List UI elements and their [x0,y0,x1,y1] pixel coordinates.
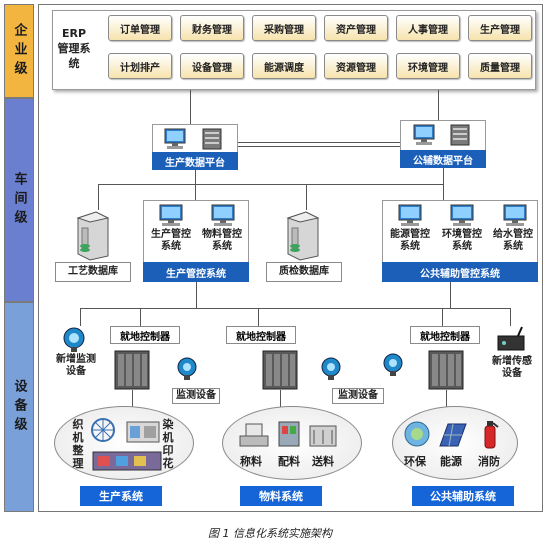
server-icon [202,128,222,150]
controller-label-3: 就地控制器 [410,326,480,344]
computer-icon [211,204,235,226]
new-sensor-label: 新增传感设备 [492,356,532,379]
level-equipment-label: 设备级 [11,378,27,436]
production-data-platform-label: 生产数据平台 [152,152,238,170]
erp-module: 设备管理 [180,53,244,79]
mixing-icon [278,421,300,447]
controller-label-1: 就地控制器 [110,326,180,344]
erp-module: 订单管理 [108,15,172,41]
sensor-icon [177,357,197,380]
quality-db-label: 质检数据库 [266,262,342,282]
dyeing-machine-icon [126,421,160,443]
item-energy: 能源 [440,455,462,468]
computer-icon [450,204,474,226]
conveyor-icon [309,425,337,447]
erp-module: 生产管理 [468,15,532,41]
monitor-label-1: 监测设备 [172,388,220,404]
connector [140,308,141,326]
server-icon [450,124,470,146]
connector [98,184,99,210]
connector [258,308,259,326]
printing-machine-icon [92,451,162,471]
erp-module: 采购管理 [252,15,316,41]
connector [98,184,444,185]
erp-module: 资产管理 [324,15,388,41]
erp-module: 质量管理 [468,53,532,79]
process-db-label: 工艺数据库 [55,262,131,282]
monitor-label-2: 监测设备 [332,388,384,404]
level-workshop-label: 车间级 [11,171,27,229]
erp-module: 资源管理 [324,53,388,79]
connector [190,90,191,126]
production-system-label: 生产系统 [80,486,162,506]
item-mixing: 配料 [278,455,300,468]
connector [238,146,400,147]
level-enterprise: 企业级 [4,4,34,98]
production-sub-label: 生产管控系统 [151,229,191,252]
fire-extinguisher-icon [484,421,499,449]
database-server-icon [76,211,110,261]
loom-icon [91,418,115,442]
connector [280,390,281,410]
plc-controller-icon [428,350,464,390]
erp-module: 计划排产 [108,53,172,79]
energy-sub-label: 能源管控系统 [390,229,430,252]
erp-module: 财务管理 [180,15,244,41]
item-loom: 织机 [72,418,84,444]
sensor-icon [321,357,341,380]
plc-controller-icon [262,350,298,390]
water-treatment-icon [404,421,430,447]
material-sub-label: 物料管控系统 [202,229,242,252]
connector [306,184,307,210]
solar-panel-icon [439,423,467,447]
level-equipment: 设备级 [4,302,34,512]
connector [195,170,196,200]
item-fire: 消防 [478,455,500,468]
figure-caption: 图 1 信息化系统实施架构 [208,527,332,540]
connector [238,142,400,143]
item-environment: 环保 [404,455,426,468]
public-aux-system-label: 公共辅助系统 [412,486,514,506]
connector [132,390,133,410]
connector [80,308,510,309]
level-workshop: 车间级 [4,98,34,302]
connector [80,308,81,326]
computer-icon [503,204,527,226]
weighing-icon [239,423,269,447]
connector [510,308,511,326]
wireless-sensor-icon [497,326,525,351]
environment-sub-label: 环境管控系统 [442,229,482,252]
erp-module: 能源调度 [252,53,316,79]
computer-icon [159,204,183,226]
level-enterprise-label: 企业级 [11,22,27,80]
production-control-label: 生产管控系统 [143,262,249,282]
computer-icon [164,128,186,149]
connector [196,282,197,308]
database-server-icon [286,211,320,261]
computer-icon [398,204,422,226]
item-finishing: 整理 [72,444,84,470]
connector [446,390,447,410]
item-printing: 印花 [162,444,174,470]
computer-icon [413,124,435,145]
item-dyeing: 染机 [162,418,174,444]
item-weighing: 称料 [240,455,262,468]
material-system-label: 物料系统 [240,486,322,506]
erp-module: 环境管理 [396,53,460,79]
connector [450,282,451,308]
item-feeding: 送料 [312,455,334,468]
public-aux-data-platform-label: 公辅数据平台 [400,150,486,168]
connector [438,90,439,122]
plc-controller-icon [114,350,150,390]
erp-label: ERP管理系统 [57,27,91,70]
sensor-icon [63,327,85,352]
water-sub-label: 给水管控系统 [493,229,533,252]
controller-label-2: 就地控制器 [226,326,296,344]
erp-module: 人事管理 [396,15,460,41]
connector [442,308,443,326]
public-aux-control-label: 公共辅助管控系统 [382,262,538,282]
sensor-icon [383,353,403,376]
new-monitor-label: 新增监测设备 [56,354,96,377]
